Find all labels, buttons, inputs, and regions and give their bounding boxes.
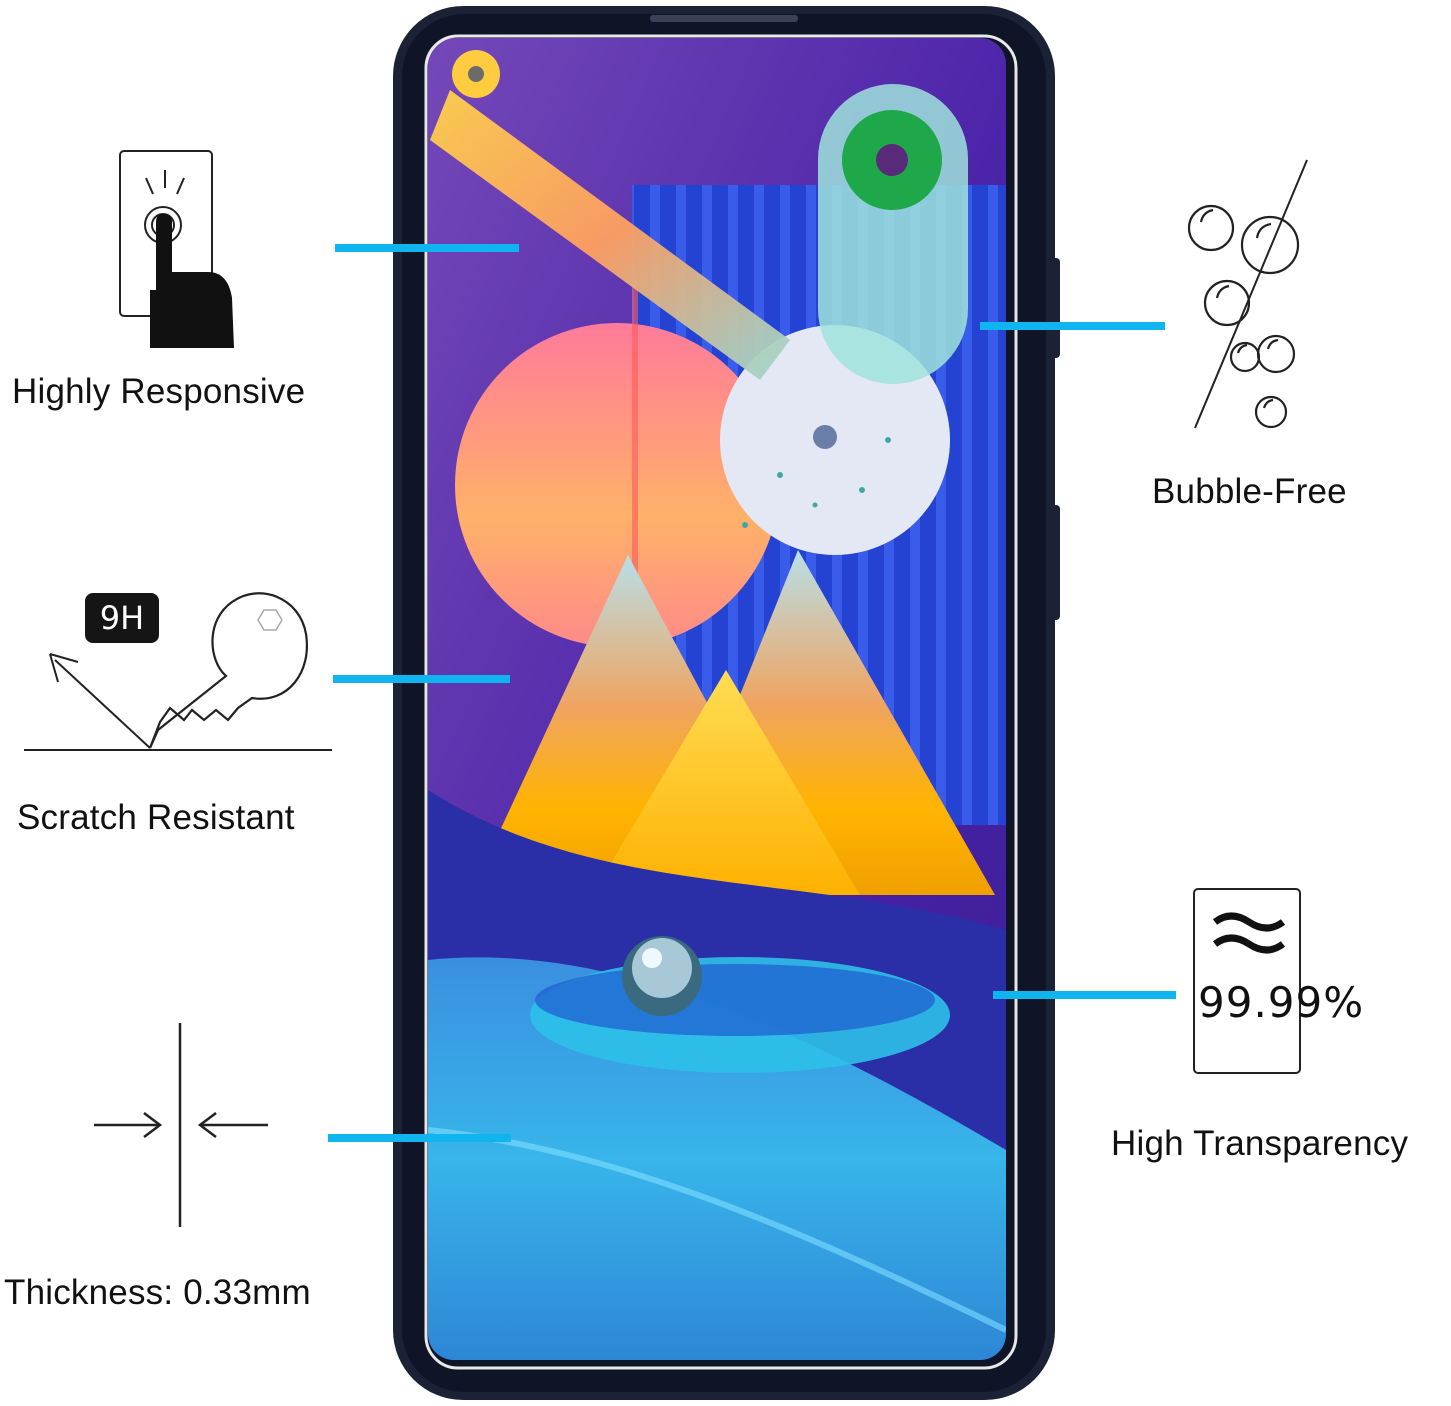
feature-label-high-transparency: High Transparency (1111, 1124, 1409, 1163)
feature-highly-responsive: Highly Responsive (0, 140, 360, 430)
connector-thickness (328, 1134, 511, 1142)
transparency-value: 99.99% (1198, 978, 1365, 1027)
feature-bubble-free: Bubble-Free (1140, 150, 1440, 520)
connector-high-transparency (993, 991, 1176, 999)
transparency-icon (1193, 888, 1301, 1074)
approx-icon (1212, 912, 1286, 954)
feature-thickness: Thickness: 0.33mm (0, 1015, 370, 1325)
connector-bubble-free (980, 322, 1165, 330)
hardness-badge: 9H (85, 593, 159, 643)
bubbles-icon (1187, 159, 1308, 429)
phone-illustration (393, 6, 1060, 1400)
feature-label-highly-responsive: Highly Responsive (12, 372, 306, 411)
feature-label-thickness: Thickness: 0.33mm (4, 1273, 311, 1312)
key-scratch-icon (24, 592, 332, 751)
feature-scratch-resistant: 9H Scratch Resistant (0, 580, 360, 850)
connector-highly-responsive (335, 244, 519, 252)
feature-label-bubble-free: Bubble-Free (1152, 472, 1347, 511)
connector-scratch-resistant (333, 675, 510, 683)
feature-high-transparency: 99.99% High Transparency (1100, 880, 1450, 1180)
thickness-arrows-icon (94, 1023, 268, 1227)
touch-finger-icon (119, 150, 234, 348)
feature-label-scratch-resistant: Scratch Resistant (17, 798, 295, 837)
hardness-badge-text: 9H (99, 599, 145, 637)
